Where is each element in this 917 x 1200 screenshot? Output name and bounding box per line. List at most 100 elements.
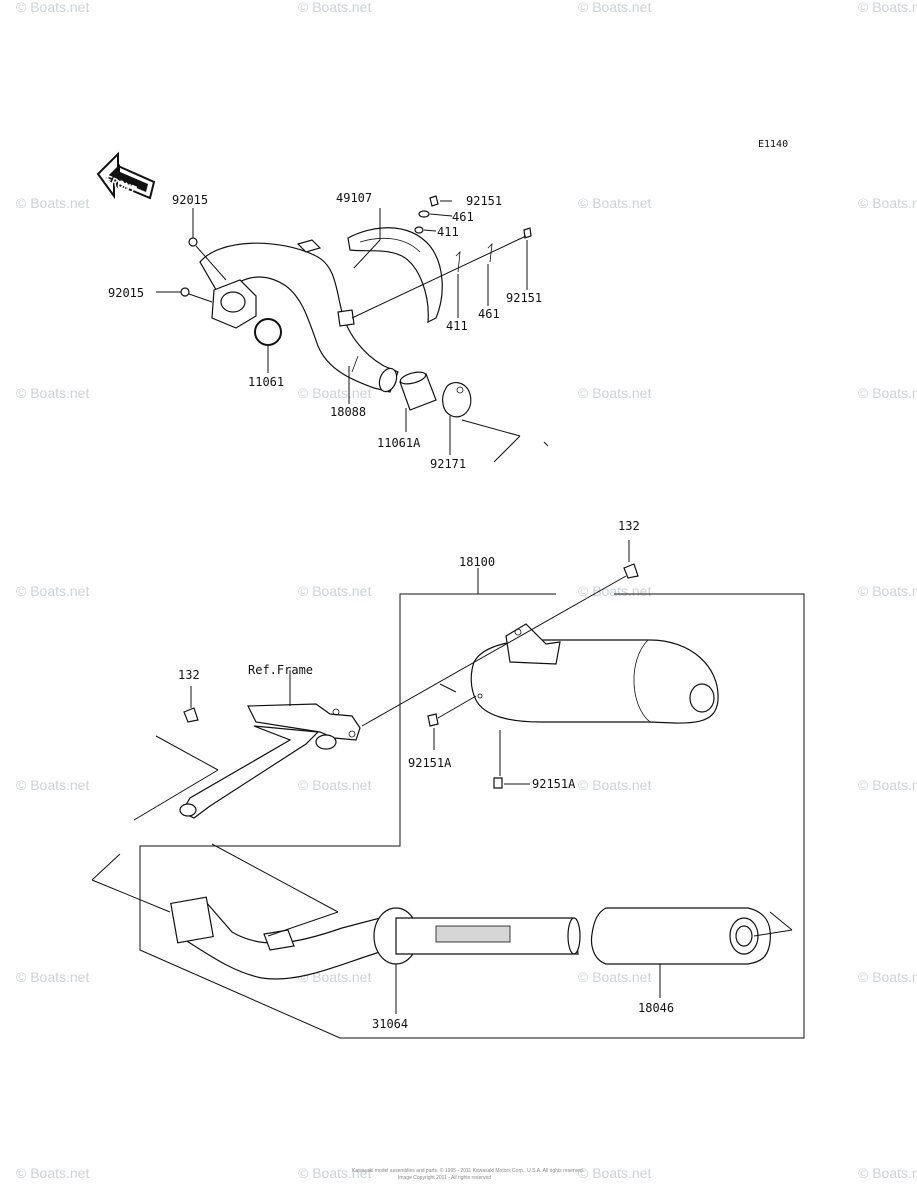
lower-leader-lines bbox=[91, 540, 793, 1014]
watermark: © Boats.net bbox=[858, 385, 917, 401]
part-label[interactable]: 18046 bbox=[638, 1001, 674, 1015]
front-arrow-icon: FRONT bbox=[96, 151, 156, 200]
part-label[interactable]: 49107 bbox=[336, 191, 372, 205]
ref-frame-label[interactable]: Ref.Frame bbox=[248, 663, 313, 677]
muffler-outlet bbox=[689, 683, 715, 713]
watermark: © Boats.net bbox=[858, 0, 917, 15]
watermark-layer: © Boats.net © Boats.net © Boats.net © Bo… bbox=[16, 0, 917, 1181]
watermark: © Boats.net bbox=[16, 583, 89, 599]
pipe-bracket-upper bbox=[296, 239, 322, 253]
bolt-92151A-lower bbox=[493, 777, 503, 789]
part-label[interactable]: 132 bbox=[618, 519, 640, 533]
part-label[interactable]: 461 bbox=[452, 210, 474, 224]
bolt-132-left bbox=[183, 707, 199, 723]
nut-92015-lower bbox=[180, 287, 190, 297]
watermark: © Boats.net bbox=[858, 1165, 917, 1181]
part-label[interactable]: 11061A bbox=[377, 436, 421, 450]
bolt-92151-upper bbox=[429, 195, 439, 207]
watermark: © Boats.net bbox=[858, 583, 917, 599]
bolt-132-upper bbox=[623, 563, 639, 579]
bolt-92151-right bbox=[523, 227, 532, 239]
watermark: © Boats.net bbox=[298, 777, 371, 793]
part-label[interactable]: 92015 bbox=[108, 286, 144, 300]
watermark: © Boats.net bbox=[578, 777, 651, 793]
watermark: © Boats.net bbox=[298, 385, 371, 401]
pipe-bracket-lower bbox=[337, 309, 355, 327]
watermark: © Boats.net bbox=[578, 969, 651, 985]
watermark: © Boats.net bbox=[298, 0, 371, 15]
muffler-endcap-seam bbox=[633, 639, 651, 723]
muffler-assembly-box bbox=[139, 593, 805, 1039]
header-outlet bbox=[378, 367, 398, 393]
tail-pipe-31064 bbox=[170, 896, 581, 980]
part-label[interactable]: 92151 bbox=[506, 291, 542, 305]
part-label[interactable]: 461 bbox=[478, 307, 500, 321]
part-label[interactable]: 18100 bbox=[459, 555, 495, 569]
exhaust-clamp bbox=[442, 382, 472, 418]
watermark: © Boats.net bbox=[16, 969, 89, 985]
footer-sub: Image Copyright 2011 - All rights reserv… bbox=[398, 1175, 491, 1181]
watermark: © Boats.net bbox=[578, 1165, 651, 1181]
watermark: © Boats.net bbox=[298, 1165, 371, 1181]
core-perforation bbox=[435, 925, 511, 943]
watermark: © Boats.net bbox=[858, 969, 917, 985]
part-label[interactable]: 11061 bbox=[248, 375, 284, 389]
watermark: © Boats.net bbox=[16, 195, 89, 211]
part-label[interactable]: 31064 bbox=[372, 1017, 408, 1031]
part-label[interactable]: 411 bbox=[446, 319, 468, 333]
frame-mount-hole bbox=[179, 803, 197, 817]
watermark: © Boats.net bbox=[16, 777, 89, 793]
watermark: © Boats.net bbox=[16, 1165, 89, 1181]
washer-461-right bbox=[487, 242, 493, 263]
nut-92015-upper bbox=[188, 237, 198, 247]
bolt-92151A-left bbox=[427, 713, 439, 727]
flange-port bbox=[220, 291, 246, 313]
header-seam bbox=[351, 355, 359, 373]
diagram-code: E1140 bbox=[758, 139, 788, 150]
silencer-18046 bbox=[590, 907, 771, 965]
part-label[interactable]: 92151A bbox=[532, 777, 576, 791]
silencer-body bbox=[590, 907, 771, 965]
part-label[interactable]: 92015 bbox=[172, 193, 208, 207]
watermark: © Boats.net bbox=[578, 0, 651, 15]
watermark: © Boats.net bbox=[858, 777, 917, 793]
frame-rail-down bbox=[181, 725, 320, 819]
footer-copyright: Kawasaki model assemblies and parts. © 1… bbox=[352, 1167, 584, 1174]
watermark: © Boats.net bbox=[578, 583, 651, 599]
washer-411-right bbox=[455, 250, 461, 273]
watermark: © Boats.net bbox=[858, 195, 917, 211]
part-label[interactable]: 92151A bbox=[408, 756, 452, 770]
part-label[interactable]: 132 bbox=[178, 668, 200, 682]
watermark: © Boats.net bbox=[16, 0, 89, 15]
part-label[interactable]: 411 bbox=[437, 225, 459, 239]
core-tube-end bbox=[567, 917, 581, 955]
washer-411-upper bbox=[414, 226, 424, 234]
tail-pipe-inlet bbox=[170, 896, 214, 944]
gasket-ring bbox=[254, 318, 282, 346]
exhaust-header-pipe bbox=[199, 242, 399, 393]
part-label[interactable]: 18088 bbox=[330, 405, 366, 419]
upper-leader-lines bbox=[156, 200, 549, 463]
frame-part bbox=[179, 703, 361, 819]
lower-part-labels: 132 18100 Ref.Frame 132 92151A 92151A 31… bbox=[178, 519, 674, 1031]
heat-guard-edge bbox=[359, 237, 421, 253]
sleeve-top bbox=[399, 371, 427, 385]
watermark: © Boats.net bbox=[578, 195, 651, 211]
washer-461-upper bbox=[418, 210, 430, 218]
muffler-18100 bbox=[470, 623, 719, 724]
watermark: © Boats.net bbox=[298, 583, 371, 599]
frame-mount-tab bbox=[315, 734, 337, 750]
heat-guard bbox=[347, 227, 443, 324]
tail-pipe-bracket bbox=[263, 929, 295, 951]
frame-rail-top bbox=[247, 703, 361, 741]
clamp-bolt-hole bbox=[456, 386, 464, 394]
part-label[interactable]: 92151 bbox=[466, 194, 502, 208]
watermark: © Boats.net bbox=[16, 385, 89, 401]
silencer-outlet bbox=[735, 925, 753, 947]
watermark: © Boats.net bbox=[578, 385, 651, 401]
part-label[interactable]: 92171 bbox=[430, 457, 466, 471]
muffler-mount-bracket bbox=[505, 623, 561, 665]
upper-part-labels: 92015 92015 49107 92151 461 411 92151 46… bbox=[108, 191, 542, 471]
